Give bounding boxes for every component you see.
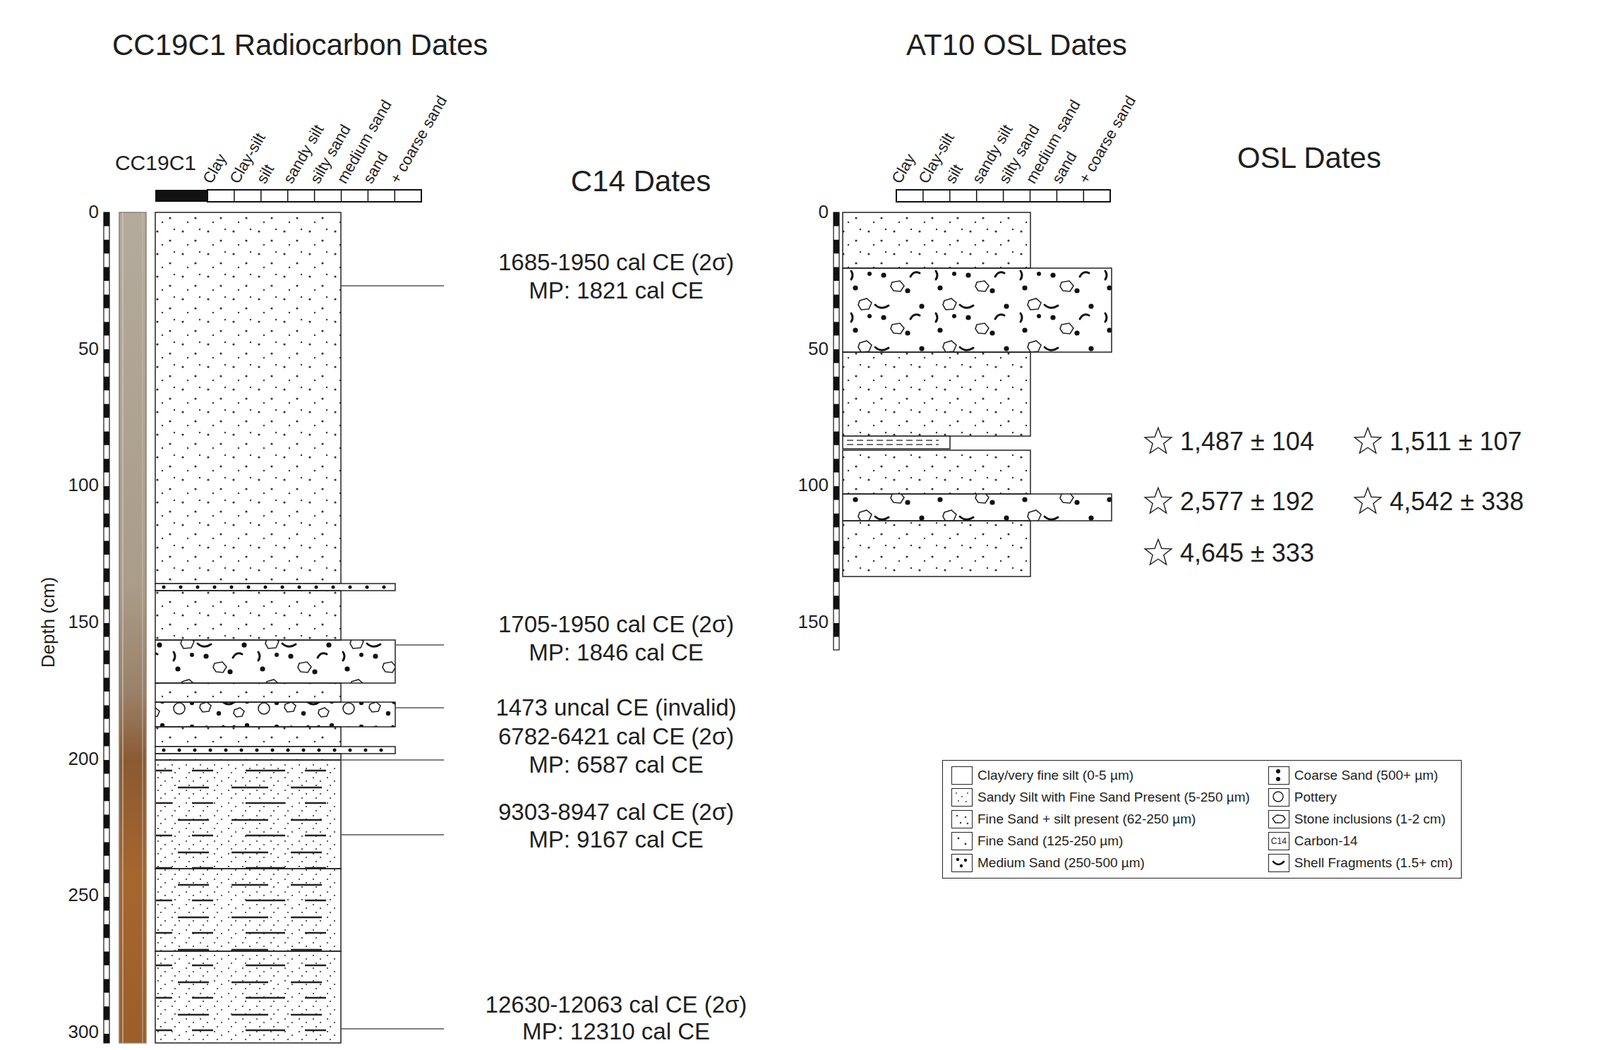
legend-text: Clay/very fine silt (0-5 µm) (977, 767, 1134, 784)
legend-text: Pottery (1294, 789, 1337, 806)
legend-text: Carbon-14 (1294, 833, 1358, 850)
grain-size-label: silt (252, 160, 278, 187)
legend-item: Coarse Sand (500+ µm) (1268, 766, 1453, 785)
depth-tick: 100 (68, 474, 99, 497)
legend-item: Medium Sand (250-500 µm) (951, 853, 1250, 873)
c14-date: 9303-8947 cal CE (2σ) (498, 798, 735, 826)
depth-tick: 150 (68, 611, 99, 634)
grain-size-label: + coarse sand (386, 92, 451, 187)
osl-date: 4,645 ± 333 (1180, 538, 1315, 568)
legend-swatch (1268, 853, 1290, 873)
depth-tick: 50 (808, 338, 829, 360)
core-id: CC19C1 (115, 151, 197, 176)
legend-item: Fine Sand (125-250 µm) (951, 832, 1250, 851)
legend-item: C14 Carbon-14 (1268, 832, 1453, 851)
osl-date: 4,542 ± 338 (1389, 486, 1524, 516)
depth-tick: 0 (88, 201, 99, 224)
c14-date: 12630-12063 cal CE (2σ) (485, 991, 748, 1019)
legend-swatch (1268, 766, 1290, 785)
legend-text: Medium Sand (250-500 µm) (977, 855, 1145, 871)
depth-tick: 0 (818, 201, 829, 224)
c14-date: 1473 uncal CE (invalid) (495, 694, 737, 722)
c14-date: MP: 6587 cal CE (528, 751, 704, 779)
depth-tick: 100 (798, 474, 829, 497)
osl-date: 1,511 ± 107 (1389, 426, 1522, 456)
c14-date: 1705-1950 cal CE (2σ) (498, 611, 735, 639)
c14-date: MP: 9167 cal CE (528, 826, 704, 854)
column-heading: OSL Dates (1237, 141, 1382, 176)
c14-date: MP: 12310 cal CE (522, 1018, 711, 1046)
legend-swatch (1268, 788, 1290, 807)
legend-text: Shell Fragments (1.5+ cm) (1294, 855, 1453, 871)
depth-tick: 200 (68, 748, 99, 771)
grain-size-label: silt (941, 160, 967, 187)
legend-text: Fine Sand (125-250 µm) (977, 833, 1123, 850)
legend-item: Fine Sand + silt present (62-250 µm) (951, 810, 1250, 829)
legend-swatch (1268, 810, 1290, 829)
legend-swatch (951, 766, 973, 785)
legend-text: Coarse Sand (500+ µm) (1294, 767, 1439, 784)
legend-box: Clay/very fine silt (0-5 µm) Sandy Silt w… (942, 760, 1462, 879)
depth-tick: 250 (68, 885, 99, 907)
osl-date: 1,487 ± 104 (1180, 426, 1315, 456)
legend-item: Sandy Silt with Fine Sand Present (5-250… (951, 788, 1250, 807)
legend-swatch (951, 832, 973, 851)
c14-date: MP: 1821 cal CE (528, 277, 704, 305)
legend-swatch (951, 788, 973, 807)
osl-date: 2,577 ± 192 (1180, 486, 1315, 516)
legend-item: Shell Fragments (1.5+ cm) (1268, 853, 1453, 873)
grain-size-label: Clay (887, 150, 919, 187)
legend-text: Sandy Silt with Fine Sand Present (5-250… (977, 789, 1250, 806)
legend-swatch: C14 (1268, 832, 1290, 851)
c14-date: 6782-6421 cal CE (2σ) (498, 723, 735, 751)
legend-item: Pottery (1268, 788, 1453, 807)
depth-tick: 300 (68, 1021, 99, 1044)
legend-item: Clay/very fine silt (0-5 µm) (951, 766, 1250, 785)
legend-text: Fine Sand + silt present (62-250 µm) (977, 811, 1196, 828)
legend-item: Stone inclusions (1-2 cm) (1268, 810, 1453, 829)
swatch-symbol-text: C14 (1268, 832, 1289, 850)
legend-swatch (951, 853, 973, 873)
column-heading: C14 Dates (570, 164, 711, 199)
c14-date: 1685-1950 cal CE (2σ) (498, 249, 735, 276)
legend-swatch (951, 810, 973, 829)
grain-size-label: + coarse sand (1074, 92, 1140, 187)
panel-title: AT10 OSL Dates (906, 28, 1128, 63)
depth-tick: 50 (78, 338, 99, 360)
c14-date: MP: 1846 cal CE (528, 639, 704, 667)
legend-text: Stone inclusions (1-2 cm) (1294, 811, 1446, 828)
panel-title: CC19C1 Radiocarbon Dates (112, 28, 488, 63)
depth-tick: 150 (798, 611, 829, 634)
grain-size-label: Clay (199, 150, 231, 187)
axis-title: Depth (cm) (38, 577, 60, 669)
